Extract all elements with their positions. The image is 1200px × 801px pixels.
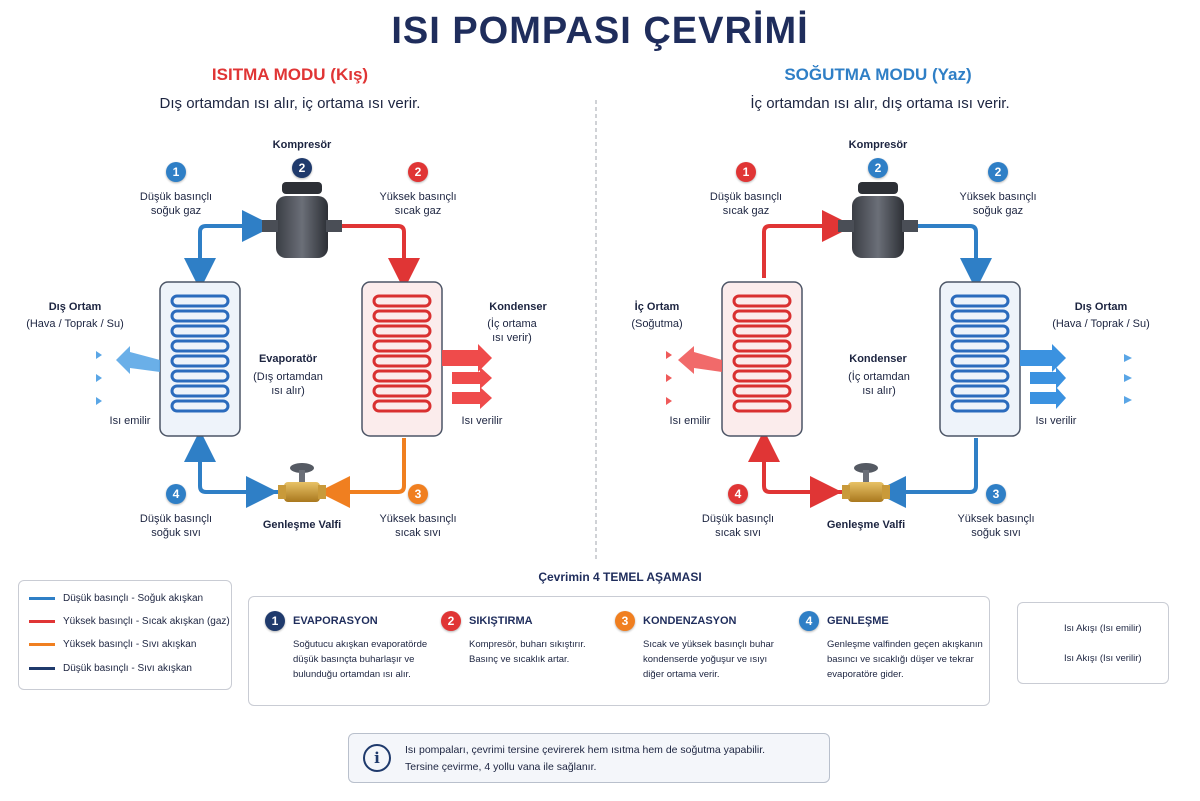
cooling-step-1-badge: 1 <box>736 162 756 182</box>
compressor-heating <box>262 182 342 258</box>
compressor-cooling <box>838 182 918 258</box>
heating-heat-absorbed: Isı emilir <box>109 415 151 427</box>
page-title: ISI POMPASI ÇEVRİMİ <box>391 10 809 52</box>
cooling-mode-subtitle: İç ortamdan ısı alır, dış ortama ısı ver… <box>750 95 1010 112</box>
expansion-valve-cooling <box>842 463 890 502</box>
cooling-step-2-badge: 2 <box>868 158 888 178</box>
heating-outdoor-title: Dış Ortam <box>48 301 102 313</box>
cooling-heat-released: Isı verilir <box>1035 415 1077 427</box>
stage-1-badge: 1 <box>265 611 285 631</box>
heating-circuit <box>50 182 492 508</box>
heating-step-2-red-badge: 2 <box>408 162 428 182</box>
cooling-circuit <box>640 182 1132 508</box>
cooling-step-4-badge: 4 <box>728 484 748 504</box>
cooling-mode-title: SOĞUTMA MODU (Yaz) <box>784 65 972 84</box>
heat-flow-legend: Isı Akışı (Isı emilir) Isı Akışı (Isı ve… <box>1017 602 1169 684</box>
cooling-compressor-label: Kompresör <box>848 139 908 151</box>
cooling-outdoor-sub: (Hava / Toprak / Su) <box>1052 318 1150 330</box>
heating-compressor-label: Kompresör <box>272 139 332 151</box>
info-note: i Isı pompaları, çevrimi tersine çevirer… <box>348 733 830 783</box>
heating-valve-label: Genleşme Valfi <box>262 519 342 531</box>
cooling-indoor-sub: (Soğutma) <box>631 318 683 330</box>
cooling-outdoor-title: Dış Ortam <box>1074 301 1128 313</box>
info-text: Isı pompaları, çevrimi tersine çevirerek… <box>405 744 766 773</box>
stage-2-badge: 2 <box>441 611 461 631</box>
heat-released-label: Isı Akışı (Isı verilir) <box>1064 653 1142 664</box>
heating-step-2-badge: 2 <box>292 158 312 178</box>
cooling-indoor-title: İç Ortam <box>634 301 680 313</box>
heating-heat-released: Isı verilir <box>461 415 503 427</box>
heating-step-3-badge: 3 <box>408 484 428 504</box>
legend-item: Düşük basınçlı - Soğuk akışkan <box>29 593 203 604</box>
heating-mode-subtitle: Dış ortamdan ısı alır, iç ortama ısı ver… <box>159 95 421 112</box>
stage-4-badge: 4 <box>799 611 819 631</box>
heating-step-1-badge: 1 <box>166 162 186 182</box>
cooling-step-2-blue-badge: 2 <box>988 162 1008 182</box>
legend-item: Yüksek basınçlı - Sıcak akışkan (gaz) <box>29 616 230 627</box>
legend-item: Yüksek basınçlı - Sıvı akışkan <box>29 639 196 650</box>
legend-item: Düşük basınçlı - Sıvı akışkan <box>29 663 192 674</box>
stage-3-badge: 3 <box>615 611 635 631</box>
heating-outdoor-sub: (Hava / Toprak / Su) <box>26 318 124 330</box>
heating-step-4-badge: 4 <box>166 484 186 504</box>
info-icon: i <box>363 744 391 772</box>
pipe-color-legend: Düşük basınçlı - Soğuk akışkan Yüksek ba… <box>18 580 232 690</box>
heat-absorbed-label: Isı Akışı (Isı emilir) <box>1064 623 1142 634</box>
evaporator-title: Evaporatör <box>258 353 318 365</box>
heating-mode-title: ISITMA MODU (Kış) <box>211 65 369 84</box>
cooling-heat-absorbed: Isı emilir <box>669 415 711 427</box>
condenser-title-cooling: Kondenser <box>849 353 907 365</box>
cooling-valve-label: Genleşme Valfi <box>826 519 906 531</box>
expansion-valve-heating <box>278 463 326 502</box>
stages-title: Çevrimin 4 TEMEL AŞAMASI <box>538 570 702 584</box>
cooling-step-3-badge: 3 <box>986 484 1006 504</box>
condenser-title-heating: Kondenser <box>489 301 547 313</box>
